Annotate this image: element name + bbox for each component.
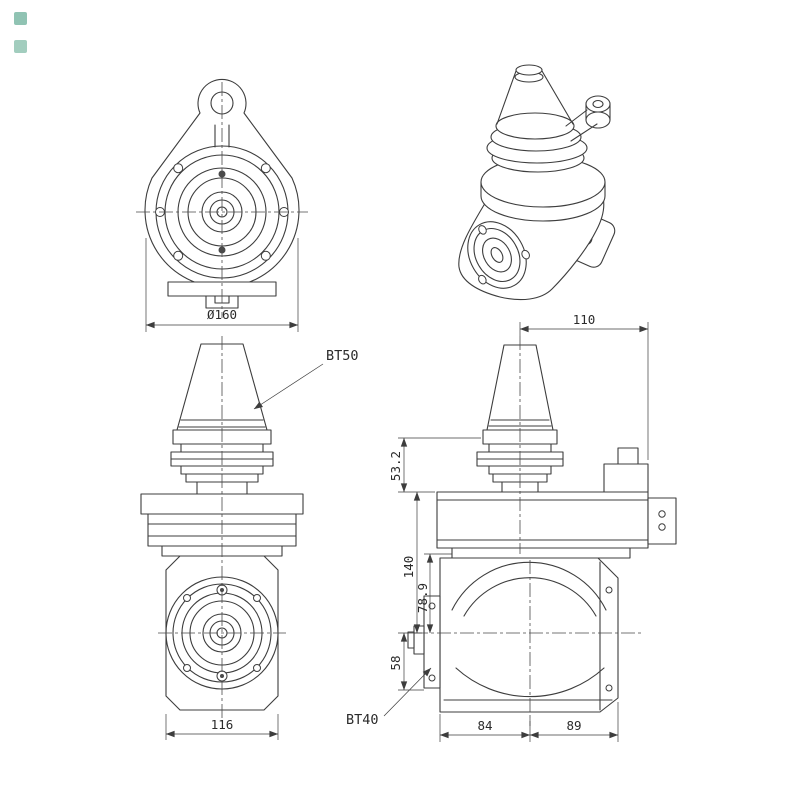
label-bt50: BT50 <box>253 348 359 410</box>
dim-116-label: 116 <box>211 717 234 732</box>
dimension-78-9: 78.9 <box>415 553 452 634</box>
dim-84-label: 84 <box>477 718 492 733</box>
body-housing <box>436 491 677 559</box>
dim-110-label: 110 <box>573 312 596 327</box>
iso-stop-block <box>565 95 611 142</box>
dimension-84-89: 84 89 <box>439 702 619 742</box>
iso-taper-cone <box>495 64 575 140</box>
bt40-label: BT40 <box>346 712 379 728</box>
front-view: Ø160 <box>136 78 308 332</box>
front-face-screws <box>155 163 289 261</box>
iso-gear-housing <box>480 156 606 222</box>
bt50-label: BT50 <box>326 348 359 364</box>
side-view-bt40: 110 53.2 140 78.9 58 8 <box>346 312 677 742</box>
dim-53-2-label: 53.2 <box>388 451 403 481</box>
page-marker-2 <box>14 40 27 53</box>
clamp-arm <box>214 124 230 148</box>
side-view-bt50: 116 BT50 <box>140 336 359 740</box>
dimension-58: 58 <box>388 632 424 691</box>
dim-dia160-label: Ø160 <box>207 307 237 322</box>
dim-78-9-label: 78.9 <box>415 583 430 613</box>
dimension-53-2: 53.2 <box>388 437 481 493</box>
label-bt40: BT40 <box>346 667 432 728</box>
dimension-dia160: Ø160 <box>145 238 299 332</box>
head-side <box>439 557 619 713</box>
dim-58-label: 58 <box>388 655 403 670</box>
page-marker-1 <box>14 12 27 25</box>
iso-output-face <box>467 221 530 289</box>
dimension-116: 116 <box>165 714 279 740</box>
dimension-110: 110 <box>519 312 649 460</box>
dim-89-label: 89 <box>566 718 581 733</box>
stop-block <box>603 447 649 493</box>
dim-140-label: 140 <box>401 556 416 579</box>
isometric-view <box>458 64 616 301</box>
